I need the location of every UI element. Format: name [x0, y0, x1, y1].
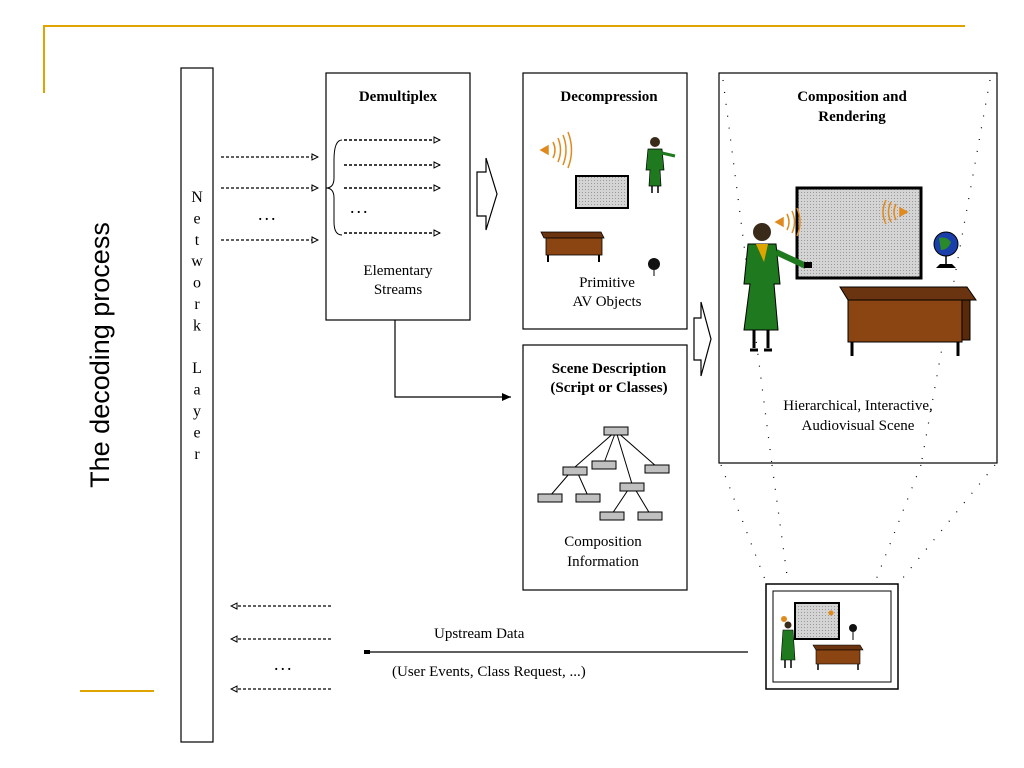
screen-object-icon [575, 175, 629, 209]
demultiplex-box [325, 72, 471, 321]
scene-description-caption-2: Information [567, 554, 639, 570]
demux-to-scene-connector [394, 320, 511, 401]
projection-lines-lower [720, 464, 996, 591]
presenter-figure [743, 223, 812, 352]
network-layer-letter: w [191, 253, 203, 270]
decompression-caption-2: AV Objects [572, 294, 641, 310]
network-layer-letter: y [193, 403, 201, 420]
network-layer-letter: t [195, 232, 200, 249]
scene-description-block: Scene Description (Script or Classes) [522, 344, 688, 591]
composition-caption-1: Hierarchical, Interactive, [783, 398, 933, 414]
composition-title-1: Composition and [797, 89, 907, 105]
scene-description-caption-1: Composition [564, 534, 642, 550]
network-layer-letter: e [193, 210, 200, 227]
stream-ellipsis: ... [350, 197, 370, 217]
composition-block: Composition and Rendering [718, 72, 998, 466]
decompression-caption-1: Primitive [579, 275, 635, 291]
network-layer-letter: r [194, 446, 200, 463]
upstream-ellipsis: ... [274, 654, 294, 674]
stream-brace [325, 139, 343, 236]
display-thumbnail[interactable] [765, 583, 899, 690]
thumbnail-desk [812, 644, 864, 670]
composition-title-2: Rendering [818, 109, 886, 125]
demux-to-decompression-arrow [476, 157, 498, 231]
globe-object-icon [648, 258, 660, 276]
input-streams [221, 157, 318, 240]
demultiplex-block: Demultiplex ... Elementary Streams [325, 72, 471, 321]
upstream-output-streams [231, 606, 331, 689]
scene-description-title-2: (Script or Classes) [550, 380, 667, 396]
network-layer-letter: a [193, 382, 200, 399]
thumbnail-globe [849, 624, 857, 632]
left-accent-rule [43, 25, 45, 93]
network-layer-letter: k [193, 317, 201, 334]
whiteboard-sound-right-icon [882, 199, 909, 225]
network-layer-box [180, 67, 214, 743]
network-layer-letter: o [193, 275, 201, 292]
whiteboard-sound-left-icon [774, 207, 801, 237]
demultiplex-title: Demultiplex [359, 89, 438, 105]
sound-object-icon [539, 131, 573, 169]
to-composition-arrow [693, 301, 712, 377]
whiteboard [795, 186, 923, 280]
input-ellipsis: ... [258, 204, 278, 224]
desk-figure [839, 286, 977, 356]
presenter-object-icon [645, 137, 676, 193]
globe-figure [933, 231, 959, 268]
desk-object-icon [540, 231, 605, 262]
top-accent-rule [43, 25, 965, 27]
bottom-accent-rule [80, 690, 154, 692]
network-layer-letter: L [192, 360, 202, 377]
decompression-title: Decompression [560, 89, 658, 105]
demultiplex-caption-1: Elementary [363, 263, 433, 279]
upstream-label: Upstream Data [434, 626, 525, 642]
network-layer-letter: N [191, 189, 203, 206]
network-layer-letter: r [194, 296, 200, 313]
thumbnail-presenter [780, 621, 796, 668]
network-layer-letter: e [193, 424, 200, 441]
scene-description-title-1: Scene Description [552, 361, 667, 377]
upstream-sublabel: (User Events, Class Request, ...) [392, 664, 586, 680]
demultiplex-caption-2: Streams [374, 282, 422, 298]
decompression-block: Decompression [522, 72, 688, 330]
scene-graph-tree [537, 426, 670, 521]
thumbnail-whiteboard [794, 602, 840, 640]
composition-caption-2: Audiovisual Scene [802, 418, 915, 434]
